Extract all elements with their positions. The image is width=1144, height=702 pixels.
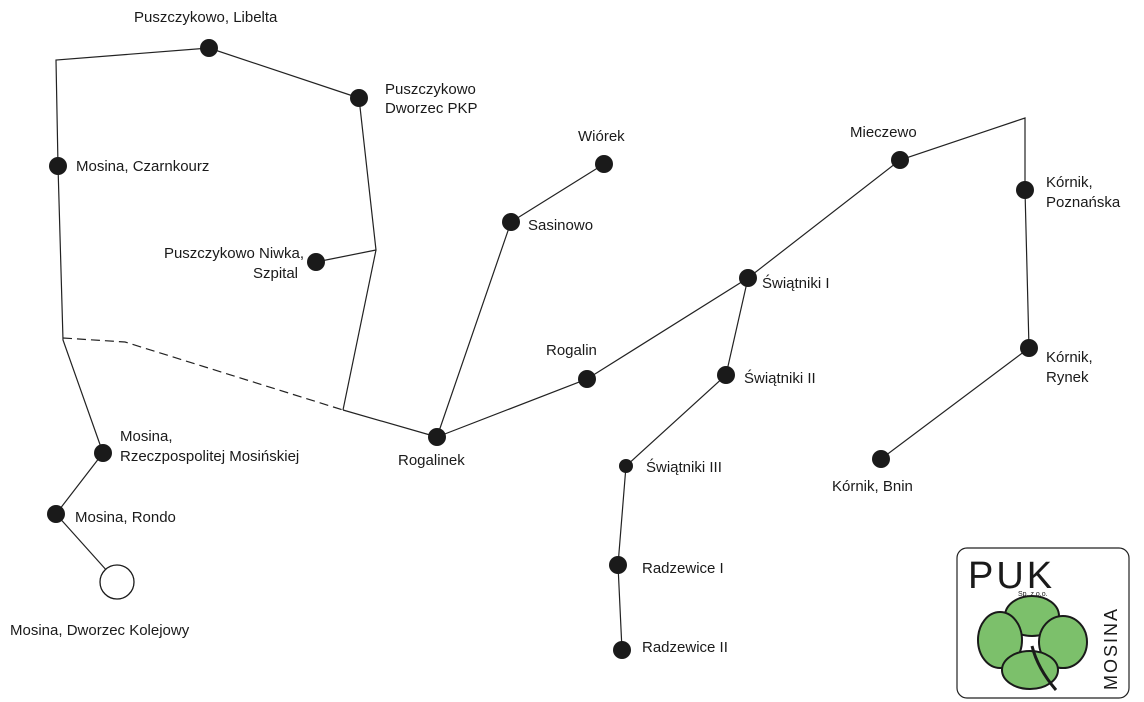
label-swiatniki-2: Świątniki II [744, 369, 816, 387]
label-rogalinek: Rogalinek [398, 452, 465, 469]
label-mosina-rzeczpospolitej-line1: Mosina, [120, 428, 173, 445]
stop-mosina-dworzec-kolejowy[interactable] [99, 564, 135, 600]
label-wiorek: Wiórek [578, 128, 625, 145]
stop-sasinowo[interactable] [502, 213, 520, 231]
stop-swiatniki-1[interactable] [739, 269, 757, 287]
stop-kornik-poznanska[interactable] [1016, 181, 1034, 199]
logo-puk-text: PUK [968, 555, 1055, 597]
stop-radzewice-2[interactable] [613, 641, 631, 659]
stop-mosina-rondo[interactable] [47, 505, 65, 523]
stop-puszczykowo-niwka[interactable] [307, 253, 325, 271]
label-puszczykowo-dworzec-line2: Dworzec PKP [385, 100, 478, 117]
stop-radzewice-1[interactable] [609, 556, 627, 574]
label-puszczykowo-libelta: Puszczykowo, Libelta [134, 9, 278, 26]
label-puszczykowo-dworzec-line1: Puszczykowo [385, 81, 476, 98]
label-kornik-bnin: Kórnik, Bnin [832, 478, 913, 495]
clover-icon [977, 595, 1088, 691]
route-line-west-loop [55, 47, 377, 454]
stop-puszczykowo-libelta[interactable] [200, 39, 218, 57]
stop-puszczykowo-dworzec-pkp[interactable] [350, 89, 368, 107]
clover-leaf-left [977, 611, 1023, 669]
label-kornik-rynek-line1: Kórnik, [1046, 349, 1093, 366]
stop-kornik-bnin[interactable] [872, 450, 890, 468]
route-line-niwka-spur [315, 249, 377, 263]
route-line-dashed-segment [62, 337, 344, 411]
stop-mieczewo[interactable] [891, 151, 909, 169]
clover-stem [1030, 645, 1058, 691]
label-mosina-czarnkourz: Mosina, Czarnkourz [76, 158, 209, 175]
label-kornik-poznanska-line1: Kórnik, [1046, 174, 1093, 191]
label-mosina-dworzec-kolejowy: Mosina, Dworzec Kolejowy [10, 622, 190, 639]
route-line-main-east [436, 117, 1030, 460]
label-kornik-rynek-line2: Rynek [1046, 369, 1089, 386]
label-radzewice-1: Radzewice I [642, 560, 724, 577]
label-swiatniki-3: Świątniki III [646, 458, 722, 476]
stop-labels: Puszczykowo, Libelta Puszczykowo Dworzec… [10, 9, 1121, 656]
label-mosina-rzeczpospolitej-line2: Rzeczpospolitej Mosińskiej [120, 448, 299, 465]
puk-mosina-logo: PUK Sp. z o.o. MOSINA [956, 547, 1130, 699]
logo-legal-text: Sp. z o.o. [1018, 591, 1048, 598]
stop-rogalin[interactable] [578, 370, 596, 388]
label-mieczewo: Mieczewo [850, 124, 917, 141]
label-rogalin: Rogalin [546, 342, 597, 359]
stop-kornik-rynek[interactable] [1020, 339, 1038, 357]
label-mosina-rondo: Mosina, Rondo [75, 509, 176, 526]
stop-mosina-czarnkourz[interactable] [49, 157, 67, 175]
stops [47, 39, 1038, 659]
label-kornik-poznanska-line2: Poznańska [1046, 194, 1121, 211]
stop-swiatniki-3[interactable] [619, 459, 633, 473]
clover-leaf-bottom [1001, 650, 1059, 690]
logo-city-text: MOSINA [1101, 607, 1121, 690]
stop-wiorek[interactable] [595, 155, 613, 173]
route-line-sasinowo-branch [436, 163, 605, 438]
stop-mosina-rzeczpospolitej[interactable] [94, 444, 112, 462]
clover-leaf-right [1038, 615, 1088, 669]
label-sasinowo: Sasinowo [528, 217, 593, 234]
route-line-to-rogalinek [342, 409, 438, 438]
label-puszczykowo-niwka-line1: Puszczykowo Niwka, [164, 245, 304, 262]
stop-swiatniki-2[interactable] [717, 366, 735, 384]
label-puszczykowo-niwka-line2: Szpital [253, 265, 298, 282]
label-swiatniki-1: Świątniki I [762, 274, 830, 292]
label-radzewice-2: Radzewice II [642, 639, 728, 656]
stop-rogalinek[interactable] [428, 428, 446, 446]
